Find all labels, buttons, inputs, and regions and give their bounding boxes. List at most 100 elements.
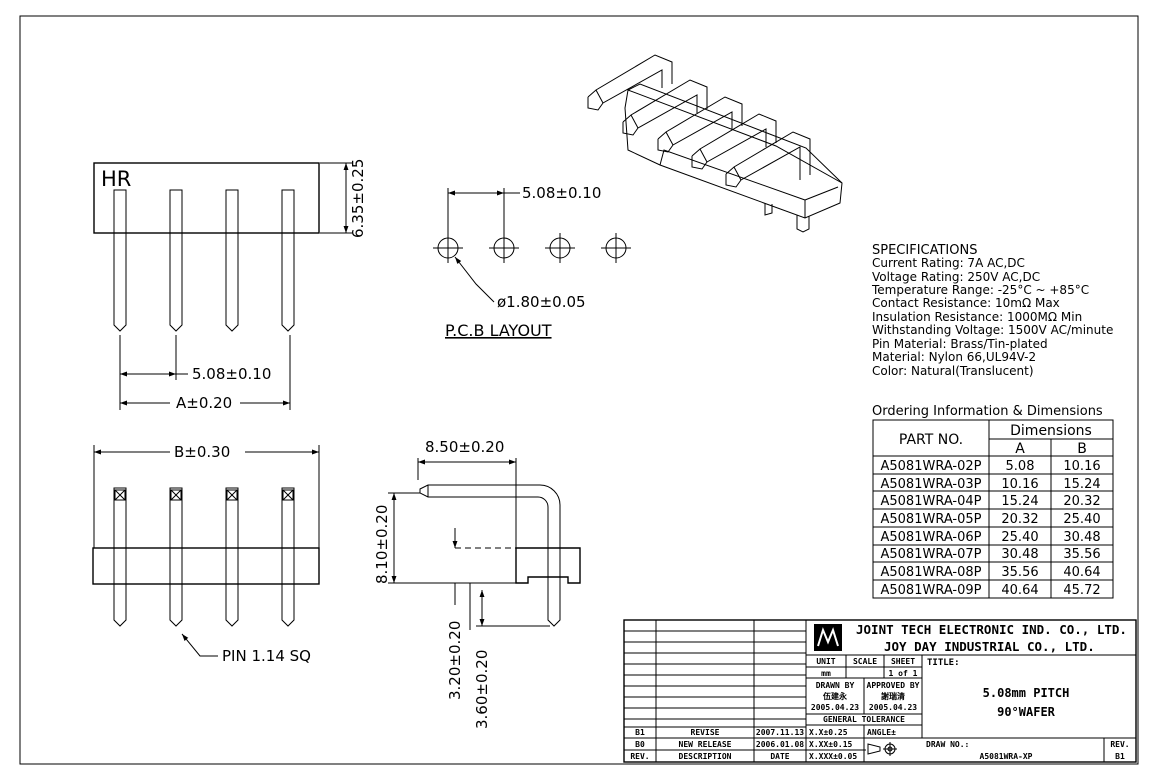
isometric-view	[587, 54, 843, 233]
rev-header: REV.	[630, 752, 649, 761]
dim-a: A±0.20	[176, 394, 232, 412]
table-cell-a: 40.64	[1001, 583, 1038, 598]
dim-side-height: 8.10±0.20	[373, 505, 391, 584]
table-cell-b: 45.72	[1063, 583, 1100, 598]
unit-value: mm	[821, 669, 831, 678]
bottom-housing	[92, 547, 320, 585]
company-logo	[814, 624, 842, 651]
title-line-2: 90°WAFER	[997, 705, 1056, 719]
title-label: TITLE:	[927, 658, 960, 668]
spec-line: Temperature Range: -25°C ~ +85°C	[871, 283, 1089, 297]
side-view: 8.50±0.20 8.10±0.20 3.20±0.20 3.60±0.20	[373, 438, 581, 729]
rev-row-date: 2006.01.08	[756, 740, 804, 749]
side-pin	[419, 484, 561, 627]
ordering-title: Ordering Information & Dimensions	[872, 404, 1103, 419]
spec-line: Insulation Resistance: 1000MΩ Min	[872, 310, 1082, 324]
title-line-1: 5.08mm PITCH	[983, 686, 1070, 700]
drawn-by-name: 伍建永	[822, 691, 847, 701]
table-cell-b: 25.40	[1063, 512, 1100, 527]
table-cell-a: 20.32	[1001, 512, 1038, 527]
table-cell-b: 20.32	[1063, 494, 1100, 509]
specifications: SPECIFICATIONS Current Rating: 7A AC,DC …	[871, 243, 1113, 378]
table-cell-part: A5081WRA-04P	[880, 494, 981, 509]
unit-label: UNIT	[816, 657, 835, 666]
pcb-pitch: 5.08±0.10	[522, 184, 601, 202]
dim-side-width: 8.50±0.20	[425, 438, 504, 456]
brand-mark: HR	[101, 167, 131, 191]
rev-row-rev: B1	[635, 728, 645, 737]
company-name-2: JOY DAY INDUSTRIAL CO., LTD.	[884, 639, 1095, 654]
table-cell-part: A5081WRA-06P	[880, 530, 981, 545]
table-cell-b: 15.24	[1063, 477, 1100, 492]
pin-label: PIN 1.14 SQ	[222, 647, 311, 665]
drawn-by-date: 2005.04.23	[811, 703, 859, 712]
rev-value: B1	[1115, 752, 1125, 761]
approved-by-date: 2005.04.23	[869, 703, 917, 712]
scale-label: SCALE	[853, 657, 877, 666]
ordering-table: Ordering Information & Dimensions PART N…	[872, 404, 1114, 599]
col-dims-header: Dimensions	[1010, 423, 1092, 439]
draw-no-label: DRAW NO.:	[926, 740, 969, 749]
spec-line: Material: Nylon 66,UL94V-2	[872, 350, 1036, 364]
pcb-hole-dim: ø1.80±0.05	[497, 293, 586, 311]
pcb-holes	[433, 233, 631, 263]
col-b-header: B	[1077, 441, 1087, 457]
table-cell-part: A5081WRA-05P	[880, 512, 981, 527]
drawn-by-label: DRAWN BY	[816, 681, 855, 690]
side-housing	[515, 547, 581, 584]
draw-no: A5081WRA-XP	[980, 752, 1033, 761]
dim-tail-2: 3.60±0.20	[473, 650, 491, 729]
title-block: B1 REVISE 2007.11.13 B0 NEW RELEASE 2006…	[623, 619, 1137, 763]
tolerance-2: X.XX±0.15	[809, 740, 853, 749]
table-cell-a: 5.08	[1006, 459, 1035, 474]
table-cell-part: A5081WRA-02P	[880, 459, 981, 474]
table-cell-b: 10.16	[1063, 459, 1100, 474]
date-header: DATE	[770, 752, 789, 761]
table-cell-a: 15.24	[1001, 494, 1038, 509]
table-cell-a: 10.16	[1001, 477, 1038, 492]
rev-row-desc: NEW RELEASE	[679, 740, 732, 749]
col-a-header: A	[1015, 441, 1025, 457]
front-pins	[113, 189, 295, 332]
table-cell-a: 30.48	[1001, 547, 1038, 562]
approved-by-name: 謝瑞清	[881, 691, 905, 701]
angle-label: ANGLE±	[867, 728, 896, 737]
dim-height-front: 6.35±0.25	[349, 159, 367, 238]
drawing-border	[19, 15, 1139, 765]
spec-line: Current Rating: 7A AC,DC	[872, 256, 1025, 270]
table-cell-b: 30.48	[1063, 530, 1100, 545]
approved-by-label: APPROVED BY	[867, 681, 920, 690]
sheet-label: SHEET	[891, 657, 915, 666]
table-cell-part: A5081WRA-08P	[880, 565, 981, 580]
table-cell-a: 35.56	[1001, 565, 1038, 580]
table-cell-part: A5081WRA-03P	[880, 477, 981, 492]
spec-line: Voltage Rating: 250V AC,DC	[872, 270, 1040, 284]
sheet-value: 1 of 1	[889, 669, 918, 678]
spec-heading: SPECIFICATIONS	[872, 243, 977, 258]
rev-label: REV.	[1110, 740, 1129, 749]
col-part-header: PART NO.	[899, 432, 963, 448]
table-cell-b: 40.64	[1063, 565, 1100, 580]
dim-b: B±0.30	[174, 443, 230, 461]
tolerance-3: X.XXX±0.05	[809, 752, 857, 761]
front-housing	[93, 162, 320, 234]
spec-line: Contact Resistance: 10mΩ Max	[872, 296, 1060, 310]
projection-symbol-icon	[867, 742, 897, 756]
spec-line: Withstanding Voltage: 1500V AC/minute	[872, 323, 1113, 337]
rev-row-rev: B0	[635, 740, 645, 749]
front-view: HR 6.35±0.25 5.08±0.10 A±0.20	[93, 159, 367, 412]
dim-tail-1: 3.20±0.20	[446, 621, 464, 700]
tolerance-1: X.X±0.25	[809, 728, 848, 737]
tolerance-label: GENERAL TOLERANCE	[823, 715, 905, 724]
spec-line: Pin Material: Brass/Tin-plated	[872, 337, 1048, 351]
rev-row-desc: REVISE	[691, 728, 720, 737]
table-cell-a: 25.40	[1001, 530, 1038, 545]
rev-row-date: 2007.11.13	[756, 728, 804, 737]
table-cell-part: A5081WRA-07P	[880, 547, 981, 562]
table-cell-b: 35.56	[1063, 547, 1100, 562]
company-name-1: JOINT TECH ELECTRONIC IND. CO., LTD.	[856, 622, 1127, 637]
spec-line: Color: Natural(Translucent)	[872, 364, 1034, 378]
bottom-view: B±0.30 PIN 1.14 SQ	[92, 443, 320, 665]
dim-pitch-front: 5.08±0.10	[192, 365, 271, 383]
